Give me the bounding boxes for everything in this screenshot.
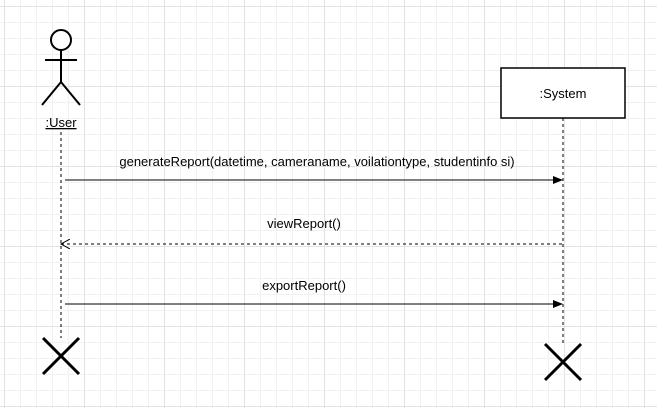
message-view-report[interactable]: viewReport() [61,216,562,244]
system-lifeline-label: :System [540,86,587,101]
message-generate-report[interactable]: generateReport(datetime, cameraname, voi… [65,154,563,184]
user-destroy-icon [41,336,81,376]
message-label: exportReport() [262,278,346,293]
message-export-report[interactable]: exportReport() [65,278,563,308]
system-object[interactable]: :System [500,67,626,119]
message-label: generateReport(datetime, cameraname, voi… [119,154,514,169]
system-destroy-icon [543,342,583,382]
actor-icon [41,29,81,106]
user-actor[interactable]: :User [41,29,81,130]
user-lifeline-label: :User [45,115,77,130]
system-object-box [500,67,626,119]
message-label: viewReport() [267,216,341,231]
